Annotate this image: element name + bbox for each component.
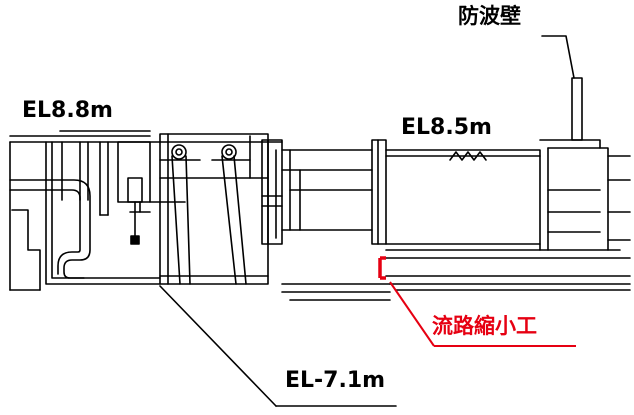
valve-marker [130, 235, 140, 245]
right-chamber [385, 139, 631, 291]
channel-narrowing-leader [389, 281, 576, 347]
channel-narrowing-label: 流路縮小工 [432, 314, 537, 338]
pump-chamber [159, 133, 283, 285]
elevation-label-8-8: EL8.8m [22, 98, 113, 123]
left-structure [9, 141, 186, 291]
upper-deck [9, 130, 283, 143]
culvert [281, 139, 391, 301]
seawall-label: 防波壁 [458, 4, 521, 28]
seawall [541, 35, 583, 141]
elevation-label-8-5: EL8.5m [401, 115, 492, 140]
leader-el-neg71 [159, 285, 397, 407]
channel-narrowing-marker [378, 256, 386, 280]
elevation-label-neg-7-1: EL-7.1m [285, 368, 386, 393]
